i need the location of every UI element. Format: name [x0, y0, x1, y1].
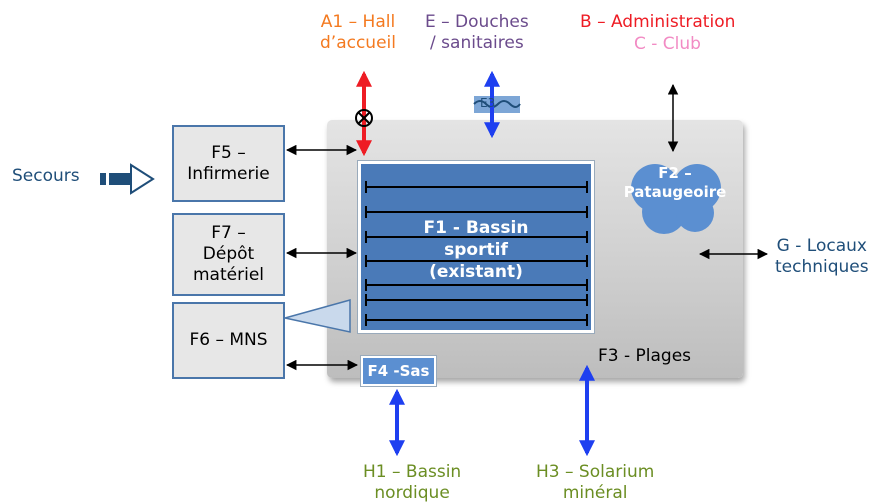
label-b-administration: B – Administration	[580, 12, 736, 32]
f5-infirmerie-box: F5 – Infirmerie	[172, 125, 285, 202]
closed-access-icon	[355, 109, 373, 127]
f5-label: F5 – Infirmerie	[187, 142, 270, 184]
label-e-douches-sanitaires: E – Douches / sanitaires	[425, 12, 529, 53]
label-c-club: C - Club	[634, 34, 701, 54]
f1-bassin-sportif	[358, 161, 594, 333]
label-secours: Secours	[12, 166, 80, 186]
f3-label: F3 - Plages	[598, 346, 692, 366]
f4-label: F4 -Sas	[367, 362, 430, 380]
label-g-locaux-techniques: G - Locaux techniques	[775, 236, 869, 277]
f6-mns-box: F6 – MNS	[172, 302, 285, 379]
f7-label: F7 – Dépôt matériel	[193, 223, 264, 285]
f2-pataugeoire-shape	[631, 164, 721, 234]
f7-depot-materiel-box: F7 – Dépôt matériel	[172, 213, 285, 296]
f6-mns-view-triangle	[284, 299, 351, 333]
label-h1-bassin-nordique: H1 – Bassin nordique	[363, 462, 462, 503]
f2-label: F2 – Pataugeoire	[623, 164, 727, 201]
label-a1-hall-accueil: A1 – Hall d’accueil	[320, 12, 396, 53]
f4-sas-box: F4 -Sas	[361, 356, 436, 386]
f6-label: F6 – MNS	[189, 330, 268, 350]
f1-lane-lines	[365, 181, 588, 326]
secours-arrow-icon	[100, 163, 155, 195]
e3-label: E3	[480, 96, 496, 110]
label-h3-solarium-mineral: H3 – Solarium minéral	[536, 462, 655, 503]
f1-label: F1 - Bassin sportif (existant)	[423, 218, 529, 282]
